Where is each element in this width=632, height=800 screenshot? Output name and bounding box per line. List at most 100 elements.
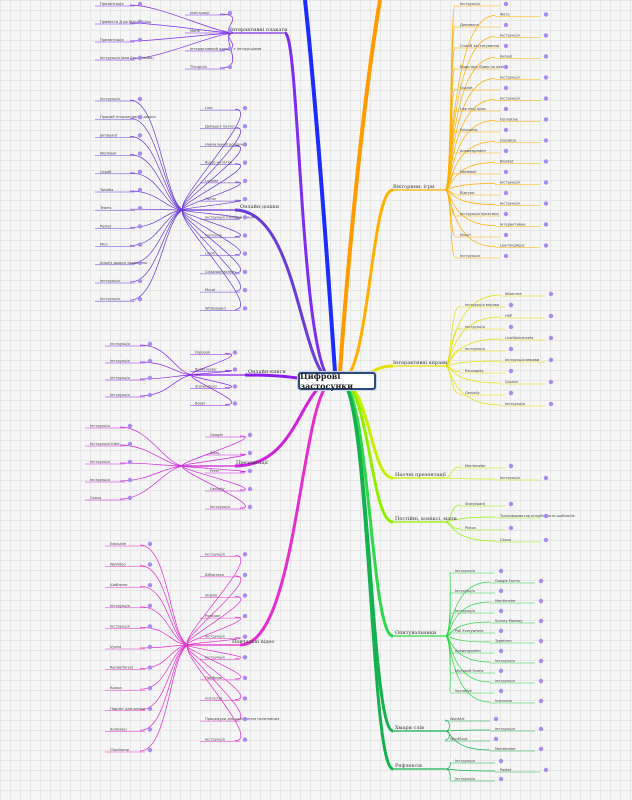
leaf-branch bbox=[444, 635, 491, 643]
topic-label: Інтерактивні плакати bbox=[230, 27, 288, 33]
leaf-label: Інструкція bbox=[495, 679, 515, 683]
leaf-label: Socrative bbox=[455, 689, 473, 693]
leaf-icon bbox=[147, 341, 153, 347]
leaf-label: Answergarden bbox=[460, 149, 486, 153]
leaf-branch bbox=[186, 644, 242, 680]
leaf-icon bbox=[247, 432, 253, 438]
leaf-label: Blooket bbox=[500, 160, 514, 164]
leaf-branch bbox=[139, 585, 191, 646]
leaf-icon bbox=[147, 644, 153, 650]
leaf-label: Інструкція bbox=[500, 34, 520, 38]
leaf-icon bbox=[242, 124, 248, 129]
leaf-label: Answergarden bbox=[455, 649, 481, 653]
leaf-branch bbox=[444, 466, 461, 479]
leaf-label: Canva bbox=[500, 538, 511, 542]
right-branch bbox=[339, 379, 394, 524]
leaf-icon bbox=[242, 737, 248, 742]
leaf-label: Презентація bbox=[100, 38, 124, 42]
leaf-label: Educaplay bbox=[465, 369, 484, 373]
leaf-label: Інструкція Офіс bbox=[90, 442, 120, 446]
topic-label: Презентації bbox=[236, 460, 268, 466]
leaf-branch bbox=[444, 635, 491, 703]
leaf-icon bbox=[137, 297, 143, 302]
leaf-branch bbox=[444, 768, 496, 772]
leaf-icon bbox=[538, 746, 544, 752]
leaf-branch bbox=[129, 99, 186, 211]
leaf-icon bbox=[543, 12, 549, 17]
leaf-branch bbox=[191, 374, 233, 405]
leaf-icon bbox=[543, 96, 549, 101]
leaf-branch bbox=[182, 209, 241, 310]
leaf-icon bbox=[242, 142, 248, 147]
leaf-label: Quizlet bbox=[460, 86, 473, 90]
leaf-branch bbox=[129, 154, 186, 211]
leaf-label: Інструкція вправи bbox=[505, 358, 540, 362]
leaf-label: Інструкція bbox=[460, 254, 480, 258]
leaf-label: Instructor bbox=[495, 699, 513, 703]
leaf-label: Інструкція bbox=[205, 552, 225, 556]
leaf-label: Wordwall bbox=[100, 152, 116, 156]
leaf-icon bbox=[147, 583, 153, 588]
leaf-branch bbox=[119, 426, 186, 467]
leaf-label: Edpuzzle bbox=[110, 542, 127, 546]
leaf-icon bbox=[503, 64, 509, 70]
leaf-label: Допомога bbox=[460, 23, 479, 27]
leaf-label: Padlet bbox=[100, 224, 112, 228]
leaf-icon bbox=[137, 169, 143, 174]
leaf-label: Jamboard bbox=[99, 133, 117, 137]
leaf-label: Linoit bbox=[205, 252, 215, 256]
leaf-icon bbox=[498, 628, 504, 634]
leaf-branch bbox=[139, 565, 191, 646]
leaf-icon bbox=[242, 696, 248, 701]
leaf-label: Інструкція bbox=[90, 424, 110, 428]
leaf-label: Падлет для освіти bbox=[110, 707, 146, 711]
leaf-branch bbox=[119, 465, 186, 500]
leaf-icon bbox=[543, 180, 549, 185]
leaf-icon bbox=[498, 648, 504, 654]
leaf-label: Survey Monkey bbox=[495, 619, 523, 623]
leaf-branch bbox=[139, 361, 196, 376]
leaf-label: Фото bbox=[500, 13, 510, 17]
leaf-label: Twiddla bbox=[99, 188, 113, 192]
leaf-branch bbox=[129, 117, 186, 211]
leaf-label: Bookr bbox=[195, 402, 206, 406]
leaf-label: Привести Д до більш кращ bbox=[100, 20, 152, 24]
leaf-label: Спосіб застосування bbox=[460, 44, 499, 48]
leaf-branch bbox=[182, 199, 241, 211]
leaf-branch bbox=[444, 521, 496, 542]
leaf-icon bbox=[498, 688, 504, 694]
leaf-icon bbox=[137, 260, 143, 265]
leaf-icon bbox=[543, 75, 549, 80]
leaf-icon bbox=[242, 105, 248, 111]
trunk-blue bbox=[303, 0, 337, 373]
leaf-icon bbox=[548, 291, 554, 297]
leaf-branch bbox=[139, 644, 191, 649]
leaf-label: Інструкція bbox=[110, 359, 130, 363]
leaf-icon bbox=[137, 115, 143, 120]
leaf-label: Vyond bbox=[110, 645, 121, 649]
leaf-icon bbox=[137, 133, 143, 138]
leaf-label: Wizer.me bbox=[505, 292, 522, 296]
leaf-icon bbox=[147, 541, 153, 547]
leaf-label: Ілюстрації bbox=[190, 11, 210, 15]
leaf-icon bbox=[498, 588, 504, 594]
leaf-icon bbox=[137, 96, 143, 102]
leaf-label: Процедури для освітлення позитивних bbox=[205, 717, 280, 721]
leaf-label: Відгуки bbox=[460, 191, 475, 195]
leaf-icon bbox=[543, 243, 549, 248]
leaf-label: Instructor bbox=[205, 697, 223, 701]
leaf-icon bbox=[543, 475, 549, 481]
root-node[interactable]: Цифрові застосунки bbox=[298, 371, 376, 391]
leaf-label: Кахут bbox=[460, 233, 471, 237]
leaf-icon bbox=[137, 224, 143, 229]
leaf-icon bbox=[242, 287, 248, 293]
leaf-branch bbox=[139, 644, 191, 731]
leaf-branch bbox=[444, 504, 461, 523]
leaf-icon bbox=[137, 278, 143, 284]
leaf-icon bbox=[137, 1, 143, 7]
leaf-icon bbox=[543, 201, 549, 206]
leaf-icon bbox=[137, 19, 143, 25]
leaf-icon bbox=[247, 450, 253, 456]
leaf-label: Learning Apps bbox=[460, 107, 486, 111]
leaf-label: Mural bbox=[205, 288, 215, 292]
